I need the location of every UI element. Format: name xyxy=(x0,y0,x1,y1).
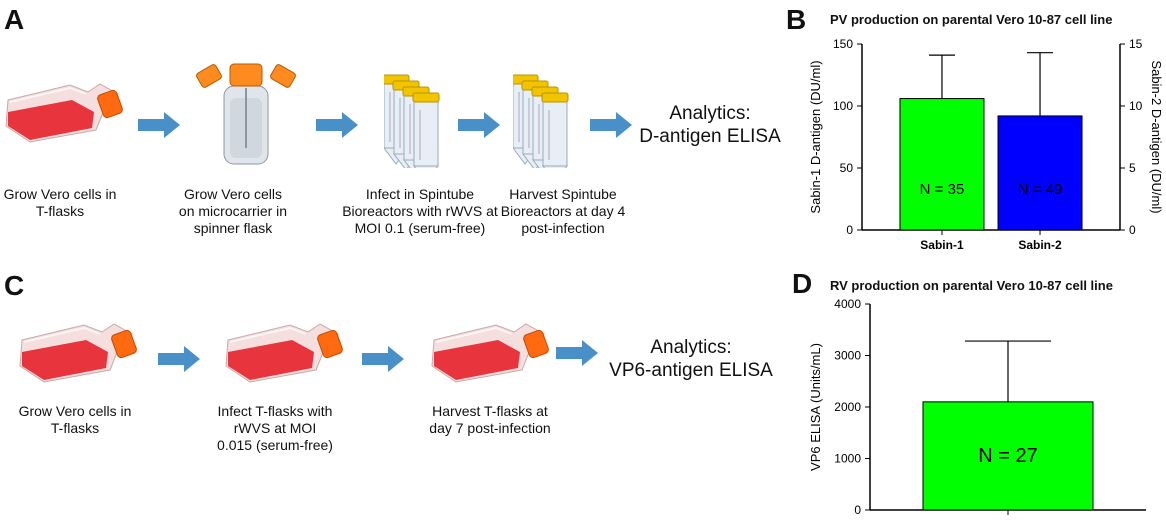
panel-letter-b: B xyxy=(786,4,807,35)
bar-n-label: N = 49 xyxy=(1018,181,1063,198)
y-axis-label: VP6 ELISA (Units/mL) xyxy=(808,343,823,471)
y-tick-label: 0 xyxy=(854,503,861,517)
arrow-right-icon xyxy=(556,340,598,366)
x-tick-label: Sabin-2 xyxy=(1018,238,1062,252)
arrow-right-icon xyxy=(316,112,358,138)
y-axis-label-right: Sabin-2 D-antigen (DU/ml) xyxy=(1149,60,1164,213)
spintube-icon xyxy=(513,74,569,168)
step-label-c3: Harvest T-flasks at day 7 post-infection xyxy=(429,403,551,436)
panel-letter-a: A xyxy=(4,4,25,35)
panel-letter-c: C xyxy=(4,270,25,301)
step-label-c2: Infect T-flasks with rWVS at MOI 0.015 (… xyxy=(217,403,333,453)
y-axis-label-left: Sabin-1 D-antigen (DU/ml) xyxy=(808,60,823,213)
step-label-c1: Grow Vero cells in T-flasks xyxy=(18,403,132,436)
arrow-right-icon xyxy=(158,346,200,372)
bar-n-label: N = 35 xyxy=(920,181,965,198)
y-tick-label-right: 0 xyxy=(1129,223,1136,237)
analytics-label-c: Analytics: VP6-antigen ELISA xyxy=(609,337,773,381)
y-tick-label: 3000 xyxy=(834,349,861,363)
y-tick-label-left: 50 xyxy=(840,161,854,175)
step-label-a4: Harvest Spintube Bioreactors at day 4 po… xyxy=(500,186,626,236)
step-label-a2: Grow Vero cells on microcarrier in spinn… xyxy=(178,186,288,236)
t-flask-icon xyxy=(431,323,551,383)
arrow-right-icon xyxy=(590,112,632,138)
arrow-right-icon xyxy=(362,346,404,372)
arrow-right-icon xyxy=(458,112,500,138)
arrow-right-icon xyxy=(138,112,180,138)
step-label-a3: Infect in Spintube Bioreactors with rWVS… xyxy=(342,186,498,236)
panel-letter-d: D xyxy=(792,268,813,299)
step-label-a1: Grow Vero cells in T-flasks xyxy=(3,186,117,219)
t-flask-icon xyxy=(19,323,139,383)
spinner-flask-icon xyxy=(196,63,296,165)
y-tick-label: 2000 xyxy=(834,400,861,414)
chart-title-b: PV production on parental Vero 10-87 cel… xyxy=(830,12,1113,27)
spintube-icon xyxy=(384,74,440,168)
y-tick-label-left: 100 xyxy=(833,99,853,113)
y-tick-label-right: 10 xyxy=(1129,99,1143,113)
bar xyxy=(922,401,1094,511)
bar-sabin-1 xyxy=(899,98,985,231)
x-tick-label: Sabin-1 xyxy=(920,238,964,252)
t-flask-icon xyxy=(225,323,345,383)
chart-title-d: RV production on parental Vero 10-87 cel… xyxy=(830,278,1113,293)
t-flask-icon xyxy=(5,83,125,143)
y-tick-label-left: 150 xyxy=(833,37,853,51)
bar-n-label: N = 27 xyxy=(978,445,1037,467)
y-tick-label: 1000 xyxy=(834,452,861,466)
y-tick-label: 4000 xyxy=(834,297,861,311)
y-tick-label-left: 0 xyxy=(846,223,853,237)
bar-sabin-2 xyxy=(997,115,1083,231)
y-tick-label-right: 5 xyxy=(1129,161,1136,175)
analytics-label-a: Analytics: D-antigen ELISA xyxy=(639,103,781,147)
y-tick-label-right: 15 xyxy=(1129,37,1143,51)
